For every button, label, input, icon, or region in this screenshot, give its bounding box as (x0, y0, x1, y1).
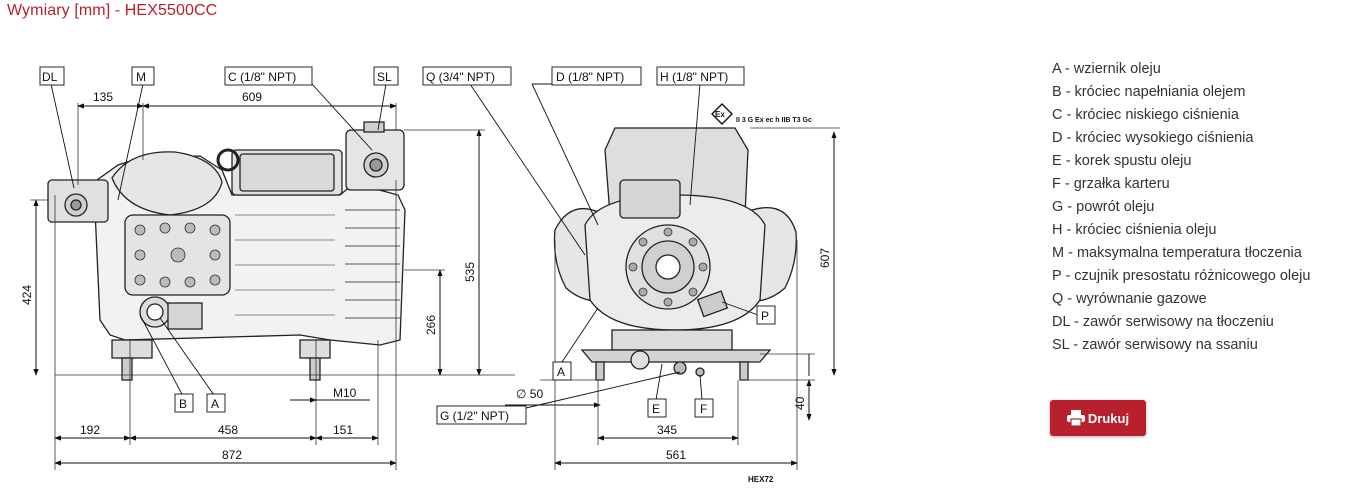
callout-b: B (179, 397, 187, 411)
callout-h: H (1/8" NPT) (660, 70, 728, 84)
callout-m: M (136, 70, 146, 84)
callout-a-right: A (557, 365, 565, 379)
callout-a-left: A (211, 397, 219, 411)
legend-item: DL - zawór serwisowy na tłoczeniu (1052, 314, 1274, 330)
legend-item: SL - zawór serwisowy na ssaniu (1052, 337, 1258, 353)
dim-50: ∅ 50 (516, 387, 543, 401)
legend-item: B - króciec napełniania olejem (1052, 84, 1246, 100)
dimension-drawing: Ex II 3 G Ex ec h IIB T3 Gc DL M C (1/8"… (20, 66, 840, 484)
dimension-labels: 135 609 424 535 266 M10 192 458 151 872 … (20, 90, 832, 462)
legend-item: P - czujnik presostatu różnicowego oleju (1052, 268, 1311, 284)
legend-item: G - powrót oleju (1052, 199, 1155, 215)
print-button[interactable]: Drukuj (1050, 400, 1146, 436)
dim-135: 135 (93, 90, 113, 104)
print-button-label: Drukuj (1087, 410, 1130, 426)
printer-icon (1066, 410, 1085, 426)
legend-list: A - wziernik oleju B - króciec napełnian… (1052, 58, 1310, 357)
compressor-front-view (553, 127, 797, 381)
svg-text:Ex: Ex (715, 110, 725, 119)
legend-item: E - korek spustu oleju (1052, 153, 1192, 169)
callout-c: C (1/8" NPT) (228, 70, 296, 84)
dim-607: 607 (818, 248, 832, 268)
callout-f: F (700, 402, 707, 416)
drawing-code: HEX72 (748, 475, 774, 484)
callout-dl: DL (42, 70, 58, 84)
legend-item: A - wziernik oleju (1052, 61, 1161, 77)
dim-424: 424 (20, 285, 34, 305)
legend-item: C - króciec niskiego ciśnienia (1052, 107, 1239, 123)
callout-q: Q (3/4" NPT) (426, 70, 495, 84)
callout-sl: SL (377, 70, 392, 84)
ex-mark-icon: Ex (711, 103, 733, 125)
callout-p: P (761, 309, 769, 323)
callout-d: D (1/8" NPT) (556, 70, 624, 84)
legend-item: F - grzałka karteru (1052, 176, 1170, 192)
legend-item: H - króciec ciśnienia oleju (1052, 222, 1217, 238)
dim-458: 458 (218, 423, 238, 437)
dim-535: 535 (463, 262, 477, 282)
dim-40: 40 (793, 396, 807, 410)
callout-labels: DL M C (1/8" NPT) SL Q (3/4" NPT) D (1/8… (42, 70, 769, 423)
dim-872: 872 (222, 448, 242, 462)
legend-item: Q - wyrównanie gazowe (1052, 291, 1207, 307)
dim-266: 266 (424, 315, 438, 335)
ex-marking: II 3 G Ex ec h IIB T3 Gc (736, 117, 812, 124)
callout-e: E (652, 402, 660, 416)
compressor-side-view (47, 121, 406, 381)
callout-g: G (1/2" NPT) (440, 409, 509, 423)
dim-192: 192 (80, 423, 100, 437)
dim-561: 561 (666, 448, 686, 462)
dim-m10: M10 (333, 386, 357, 400)
legend-item: D - króciec wysokiego ciśnienia (1052, 130, 1254, 146)
page-title: Wymiary [mm] - HEX5500CC (7, 2, 218, 19)
legend-item: M - maksymalna temperatura tłoczenia (1052, 245, 1302, 261)
dim-151: 151 (333, 423, 353, 437)
dim-345: 345 (657, 423, 677, 437)
dim-609: 609 (242, 90, 262, 104)
